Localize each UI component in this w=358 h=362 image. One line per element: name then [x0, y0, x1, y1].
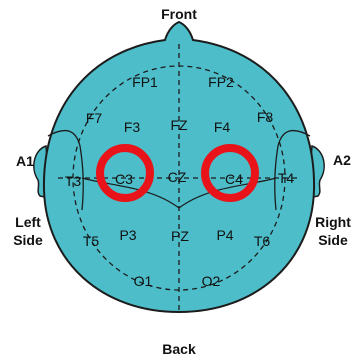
electrode-f3: F3: [124, 119, 141, 135]
electrode-fp2: FP2: [208, 74, 234, 90]
electrode-t4: T4: [278, 170, 295, 186]
electrode-fz: FZ: [170, 117, 188, 133]
electrode-t6: T6: [254, 233, 271, 249]
right-ear-label: A2: [333, 152, 351, 168]
right-side-label-line2: Side: [318, 232, 348, 248]
electrode-f4: F4: [214, 119, 231, 135]
electrode-o2: O2: [202, 273, 221, 289]
left-side-label-line2: Side: [13, 232, 43, 248]
electrode-t5: T5: [83, 233, 100, 249]
front-label: Front: [161, 6, 197, 22]
back-label: Back: [162, 341, 196, 357]
electrode-cz: CZ: [168, 169, 187, 185]
electrode-p3: P3: [119, 227, 136, 243]
right-side-label-line1: Right: [315, 214, 351, 230]
left-side-label-line1: Left: [15, 214, 41, 230]
electrode-f7: F7: [86, 110, 103, 126]
electrode-t3: T3: [65, 173, 82, 189]
electrode-p4: P4: [216, 227, 233, 243]
electrode-fp1: FP1: [132, 74, 158, 90]
electrode-f8: F8: [257, 109, 274, 125]
electrode-o1: O1: [134, 273, 153, 289]
electrode-c4: C4: [225, 171, 243, 187]
electrode-pz: PZ: [171, 228, 189, 244]
electrode-c3: C3: [115, 171, 133, 187]
left-ear-label: A1: [16, 153, 34, 169]
